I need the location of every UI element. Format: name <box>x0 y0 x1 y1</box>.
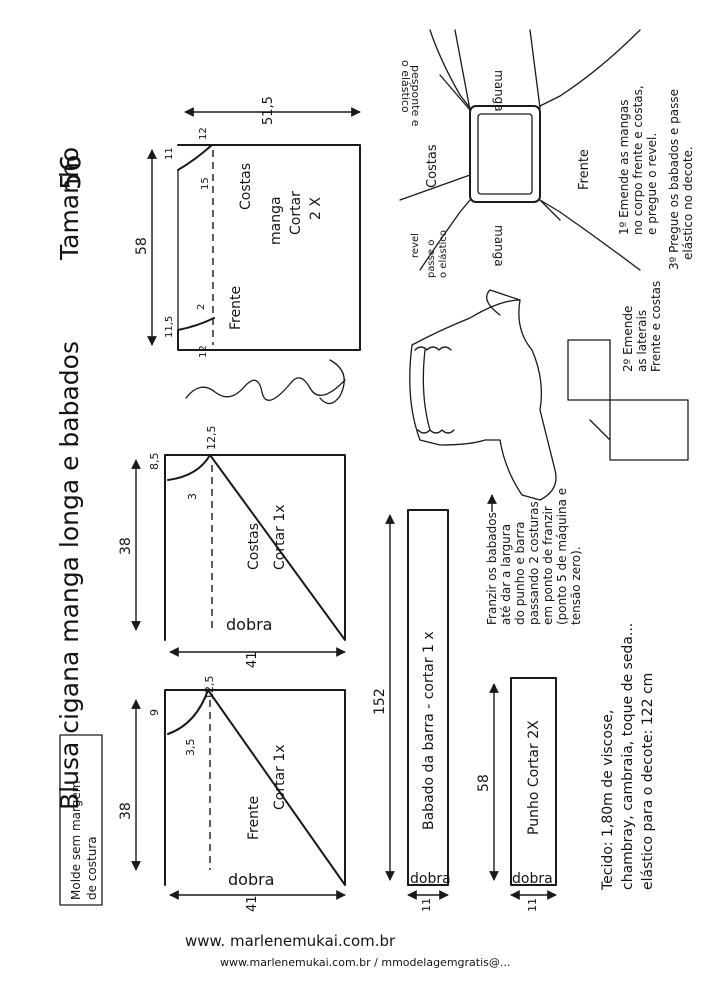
manga-frente-cap: 2 <box>196 304 207 310</box>
blouse-sketch <box>409 289 557 501</box>
size-label: Tamanho <box>55 147 84 261</box>
frente-armhole: 3,5 <box>184 739 197 757</box>
manga-label-cortar: Cortar <box>288 191 304 235</box>
pattern-piece-costas: Costas Cortar 1x dobra 38 41 8,5 12,5 3 <box>118 426 346 668</box>
costas-neck-width: 12,5 <box>205 426 218 451</box>
franzir-line-4: passando 2 costuras <box>527 501 541 625</box>
asm-revel: revel <box>410 233 421 258</box>
manga-label-2x: 2 X <box>308 197 324 220</box>
costas-height: 38 <box>118 537 134 555</box>
franzir-line-2: até dar a largura <box>499 524 513 625</box>
franzir-line-7: tensão zero). <box>569 546 583 625</box>
babado-name: Babado da barra - cortar 1 x <box>421 631 437 830</box>
babado-length: 152 <box>372 688 388 715</box>
website-url: www. marlenemukai.com.br <box>185 932 396 950</box>
costas-cut: Cortar 1x <box>272 504 288 570</box>
note-line-1: Molde sem margem <box>69 781 83 900</box>
pattern-piece-frente: Frente Cortar 1x dobra 38 41 9 12,5 3,5 <box>118 676 346 912</box>
materials-line-1: Tecido: 1,80m de viscose, <box>600 710 616 891</box>
franzir-line-5: em ponto de franzir <box>541 506 555 625</box>
pattern-piece-babado: 152 Babado da barra - cortar 1 x dobra 1… <box>372 509 451 912</box>
asm-costas: Costas <box>425 144 440 188</box>
asm-manga-top: manga <box>492 70 506 112</box>
frente-fold: dobra <box>228 870 274 889</box>
asm-pesponte: pesponte e <box>409 65 422 127</box>
franzir-line-1: Franzir os babados <box>485 512 499 625</box>
manga-costas-drop: 11 <box>164 147 175 160</box>
costas-fold: dobra <box>226 615 272 634</box>
punho-name: Punho Cortar 2X <box>526 720 542 835</box>
note-line-2: de costura <box>85 836 99 900</box>
punho-height: 11 <box>526 898 539 912</box>
assembly-step-3: 3º Pregue os babados e passe elástico no… <box>667 89 695 270</box>
frente-width: 41 <box>245 895 260 912</box>
materials-line-2: chambray, cambraia, toque de seda... <box>620 623 636 890</box>
asm-passe: passe o <box>426 240 437 278</box>
manga-frente-top: 12 <box>198 345 209 358</box>
franzir-line-3: do punho e barra <box>513 521 527 625</box>
frente-name: Frente <box>246 796 262 840</box>
costas-name: Costas <box>246 523 262 570</box>
manga-label-frente: Frente <box>228 286 244 330</box>
pattern-piece-manga: Costas manga Cortar 2 X Frente 58 51,5 1… <box>134 96 361 358</box>
pattern-title: Blusa cigana manga longa e babados <box>55 341 84 810</box>
babado-fold: dobra <box>410 871 451 887</box>
step3-line-2: elástico no decote. <box>681 146 695 260</box>
step1-line-2: no corpo frente e costas, <box>631 85 645 235</box>
step3-line-1: 3º Pregue os babados e passe <box>667 89 681 270</box>
asm-elastico: o elástico <box>399 60 412 113</box>
frente-cut: Cortar 1x <box>272 744 288 810</box>
step1-line-3: e pregue o revel. <box>645 133 659 235</box>
frente-neck-depth: 9 <box>148 709 161 716</box>
seam-allowance-note: Molde sem margem de costura <box>59 734 103 906</box>
asm-frente: Frente <box>577 149 592 190</box>
signature-text: Marlene Mukai <box>228 392 231 400</box>
footer-faded: www.marlenemukai.com.br / mmodelagemgrat… <box>220 956 510 969</box>
frente-neck-width: 12,5 <box>203 676 216 701</box>
punho-length: 58 <box>476 774 492 792</box>
signature-logo: Marlene Mukai <box>185 359 346 405</box>
manga-label-manga: manga <box>268 196 284 245</box>
costas-neck-depth: 8,5 <box>148 453 161 471</box>
manga-label-costas: Costas <box>238 163 254 210</box>
manga-length: 58 <box>134 237 150 255</box>
assembly-step-1: 1º Emende as mangas no corpo frente e co… <box>617 85 659 235</box>
manga-costas-cap: 15 <box>200 177 211 190</box>
frente-height: 38 <box>118 802 134 820</box>
manga-frente-drop: 11,5 <box>164 316 175 338</box>
size-value: 56 <box>54 154 87 190</box>
step2-sketch: 2º Emende as laterais Frente e costas <box>567 281 689 461</box>
franzir-line-6: (ponto 5 de máquina e <box>555 488 569 625</box>
materials-note: Tecido: 1,80m de viscose, chambray, camb… <box>600 623 656 891</box>
materials-line-3: elástico para o decote: 122 cm <box>640 673 656 890</box>
gathering-note: Franzir os babados até dar a largura do … <box>485 488 583 625</box>
step2-line-3: Frente e costas <box>649 281 663 372</box>
punho-fold: dobra <box>512 871 553 887</box>
assembly-diagram: manga manga Costas Frente o elástico pes… <box>399 29 641 278</box>
pattern-piece-punho: 58 Punho Cortar 2X dobra 11 <box>476 677 557 912</box>
step1-line-1: 1º Emende as mangas <box>617 100 631 235</box>
costas-armhole: 3 <box>186 493 199 500</box>
step2-line-1: 2º Emende <box>621 306 635 372</box>
asm-elastic-left: o elástico <box>437 230 449 278</box>
babado-height: 11 <box>420 898 433 912</box>
manga-costas-top: 12 <box>198 127 209 140</box>
step2-line-2: as laterais <box>635 310 649 372</box>
asm-manga-bottom: manga <box>492 225 506 267</box>
manga-width: 51,5 <box>261 96 276 125</box>
costas-width: 41 <box>245 651 260 668</box>
